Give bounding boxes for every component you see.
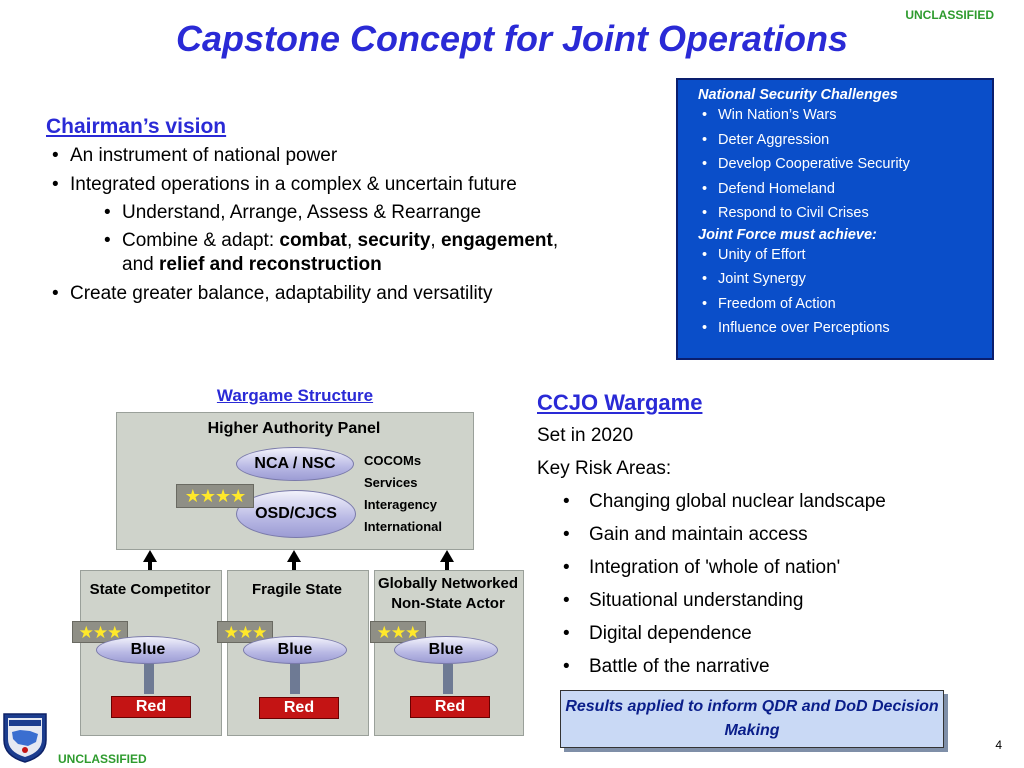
risk-item: Battle of the narrative xyxy=(537,650,977,683)
org-list: COCOMs Services Interagency Internationa… xyxy=(364,450,442,538)
challenge-item: Respond to Civil Crises xyxy=(678,201,992,226)
star-icon: ★★★ xyxy=(217,621,273,643)
vision-item: Integrated operations in a complex & unc… xyxy=(46,170,666,199)
joint-force-item: Influence over Perceptions xyxy=(678,316,992,341)
vision-heading: Chairman’s vision xyxy=(46,115,227,138)
blue-team-ellipse: Blue xyxy=(96,636,200,664)
column-title: State Competitor xyxy=(89,581,211,598)
panel-title: Higher Authority Panel xyxy=(207,420,381,437)
classification-top: UNCLASSIFIED xyxy=(905,8,994,22)
org-item: Services xyxy=(364,475,418,490)
risk-item: Integration of 'whole of nation' xyxy=(537,551,977,584)
ccjo-wargame: CCJO Wargame Set in 2020 Key Risk Areas:… xyxy=(537,386,977,683)
challenge-item: Develop Cooperative Security xyxy=(678,152,992,177)
joint-force-item: Joint Synergy xyxy=(678,267,992,292)
challenge-item: Defend Homeland xyxy=(678,177,992,202)
arrow-up-icon xyxy=(143,550,157,562)
challenges-box: National Security Challenges Win Nation’… xyxy=(676,78,994,360)
risk-item: Changing global nuclear landscape xyxy=(537,485,977,518)
org-item: Interagency xyxy=(364,497,437,512)
arrow-stem xyxy=(445,561,449,570)
arrow-stem xyxy=(148,561,152,570)
vision-subitem: Understand, Arrange, Assess & Rearrange xyxy=(98,199,666,227)
blue-team-ellipse: Blue xyxy=(394,636,498,664)
red-team-box: Red xyxy=(410,696,490,718)
joint-force-item: Freedom of Action xyxy=(678,292,992,317)
classification-bottom: UNCLASSIFIED xyxy=(58,752,147,766)
red-team-box: Red xyxy=(259,697,339,719)
results-box: Results applied to inform QDR and DoD De… xyxy=(560,690,944,748)
connector xyxy=(443,664,453,694)
wargame-structure-title: Wargame Structure xyxy=(216,386,374,405)
column-title: Fragile State xyxy=(251,581,343,598)
risk-item: Gain and maintain access xyxy=(537,518,977,551)
vision-item: Create greater balance, adaptability and… xyxy=(46,279,666,308)
org-item: International xyxy=(364,519,443,534)
page-title: Capstone Concept for Joint Operations xyxy=(175,18,849,59)
org-item: COCOMs xyxy=(364,453,422,468)
red-team-box: Red xyxy=(111,696,191,718)
chairman-vision: Chairman’s vision An instrument of natio… xyxy=(46,112,666,308)
blue-team-ellipse: Blue xyxy=(243,636,347,664)
connector xyxy=(144,664,154,694)
challenge-item: Win Nation’s Wars xyxy=(678,103,992,128)
risk-item: Digital dependence xyxy=(537,617,977,650)
risk-item: Situational understanding xyxy=(537,584,977,617)
page-number: 4 xyxy=(995,738,1002,752)
star-icon: ★★★★ xyxy=(176,484,254,508)
column-title: Globally Networked Non-State Actor xyxy=(377,575,519,612)
connector xyxy=(290,664,300,694)
nca-nsc-ellipse: NCA / NSC xyxy=(236,447,354,481)
arrow-up-icon xyxy=(287,550,301,562)
ccjo-line: Set in 2020 xyxy=(537,425,634,446)
star-icon: ★★★ xyxy=(72,621,128,643)
vision-subitem: Combine & adapt: combat, security, engag… xyxy=(98,227,666,279)
ccjo-heading: CCJO Wargame xyxy=(537,390,703,415)
star-icon: ★★★ xyxy=(370,621,426,643)
seal-logo-icon xyxy=(3,713,47,763)
arrow-up-icon xyxy=(440,550,454,562)
challenges-heading: National Security Challenges xyxy=(698,87,898,103)
challenge-item: Deter Aggression xyxy=(678,128,992,153)
ccjo-line: Key Risk Areas: xyxy=(537,458,672,479)
joint-force-item: Unity of Effort xyxy=(678,243,992,268)
osd-cjcs-ellipse: OSD/CJCS xyxy=(236,490,356,538)
vision-item: An instrument of national power xyxy=(46,141,666,170)
joint-force-heading: Joint Force must achieve: xyxy=(698,226,877,243)
arrow-stem xyxy=(292,561,296,570)
